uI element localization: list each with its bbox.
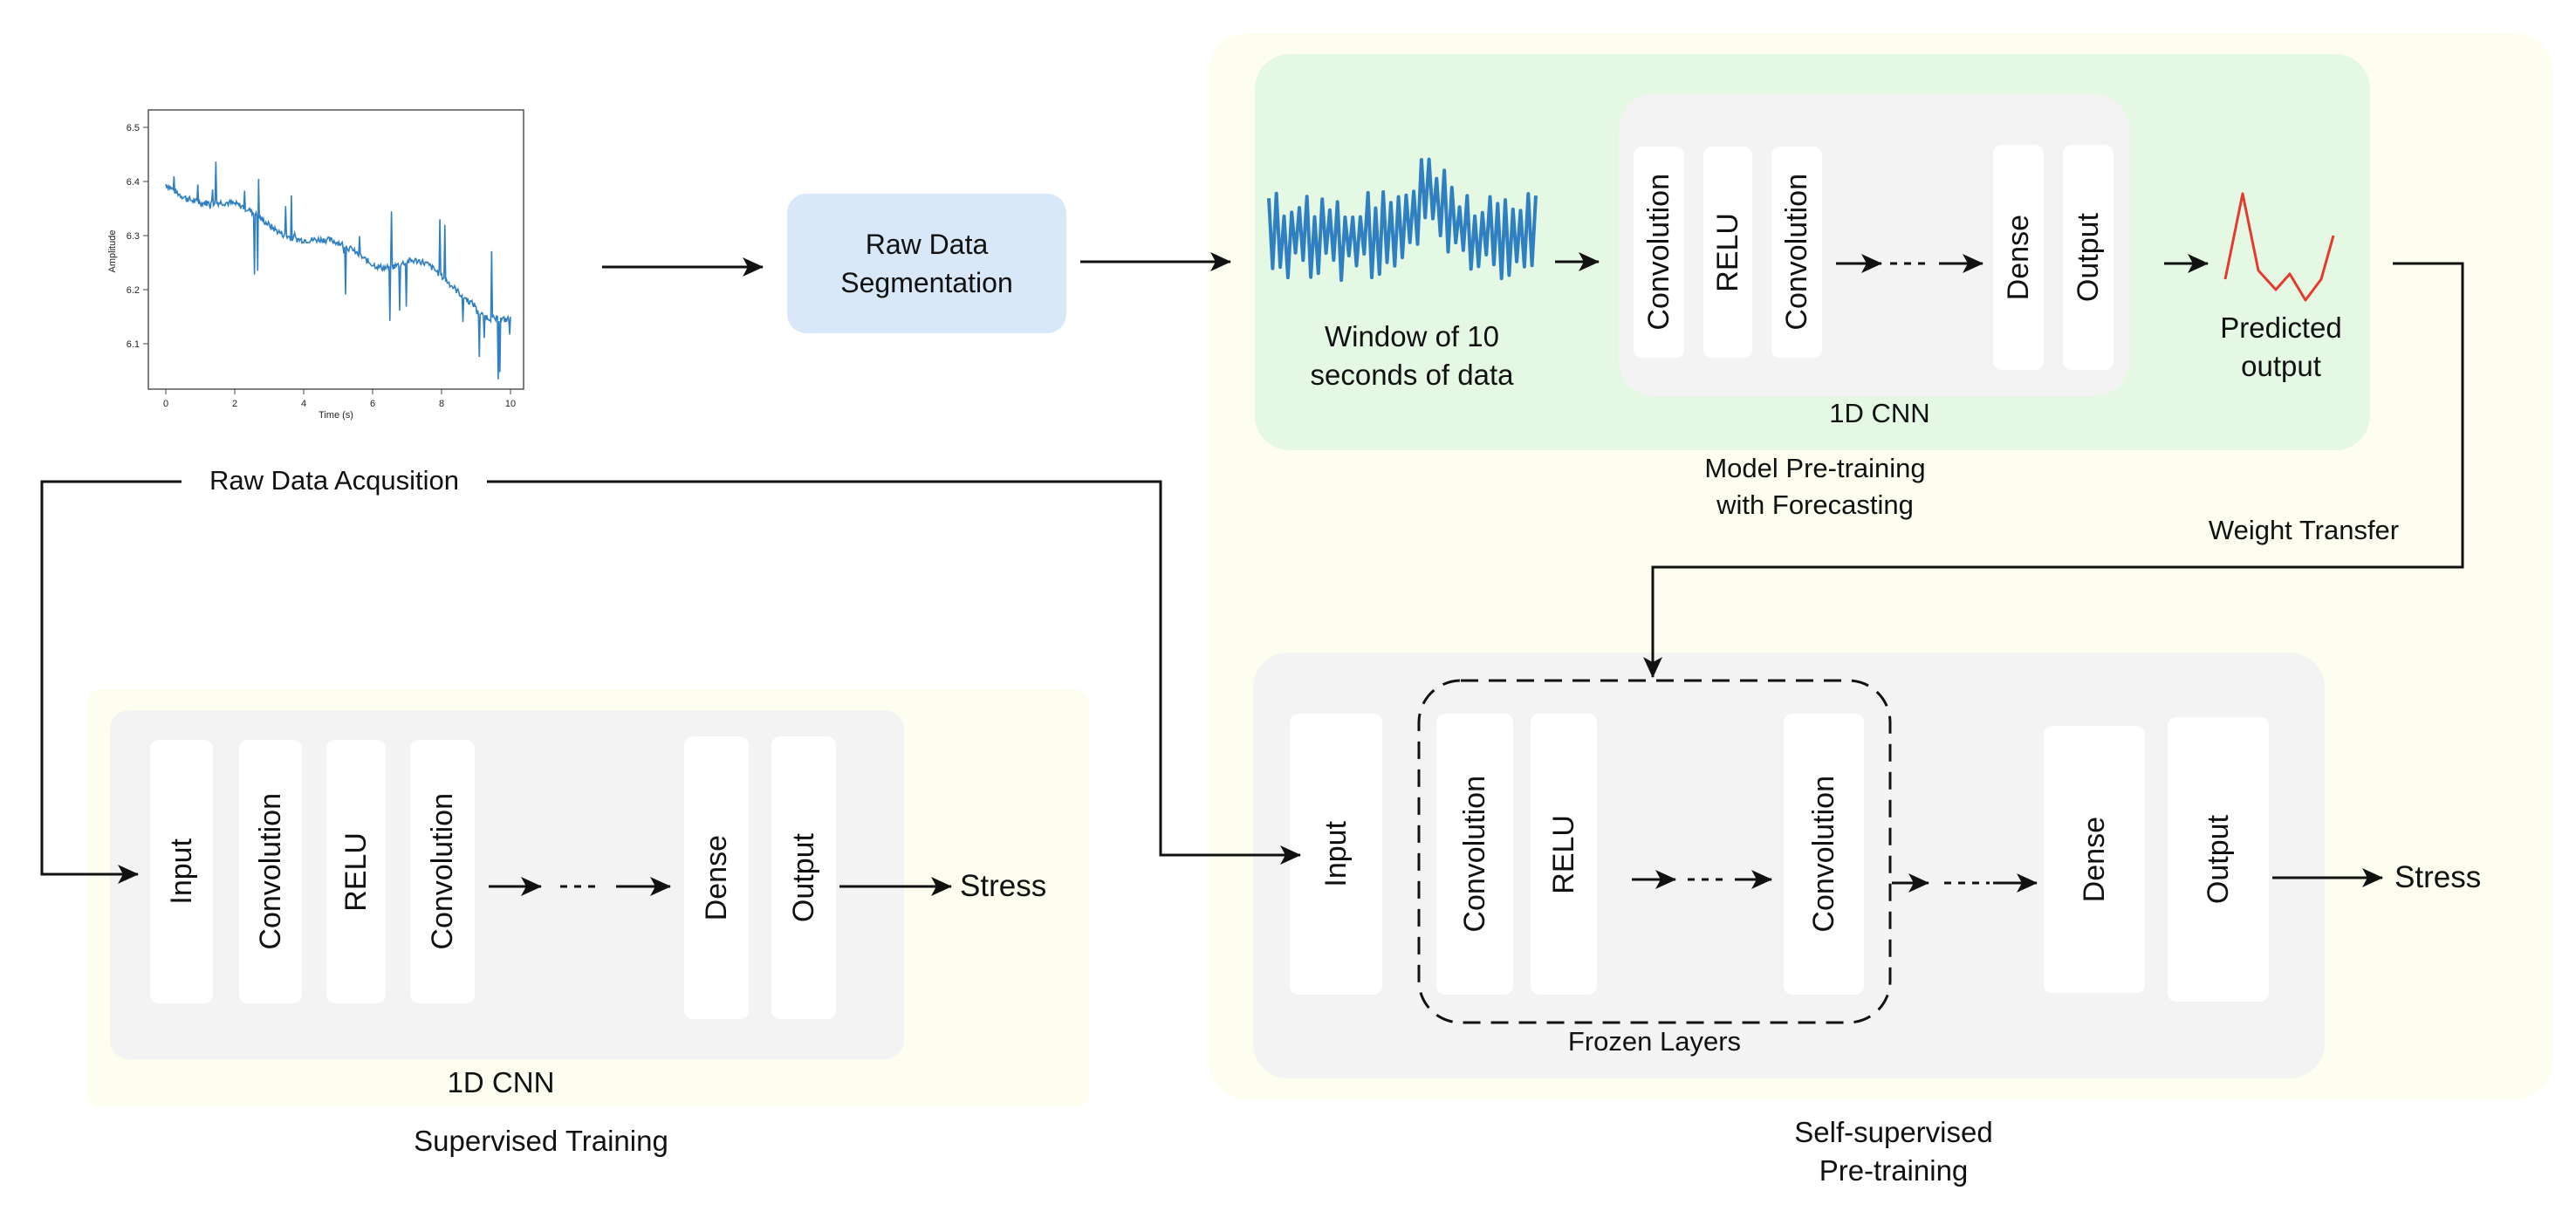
y-ticks: 6.5 6.4 6.3 6.2 6.1 <box>127 123 148 350</box>
finetune-layer-output: Output <box>2168 717 2269 1002</box>
supervised-layer-dense: Dense <box>684 736 749 1019</box>
plot-frame <box>147 109 524 390</box>
y-tick-label: 6.5 <box>127 123 140 133</box>
weight-transfer-connector <box>1643 262 2464 678</box>
top-cnn-label: 1D CNN <box>1829 398 1930 428</box>
supervised-training-label: Supervised Training <box>414 1125 668 1157</box>
model-pretraining-line2: with Forecasting <box>1716 489 1914 520</box>
top-cnn-layer-convolution-2: Convolution <box>1771 147 1822 358</box>
weight-transfer-label: Weight Transfer <box>2208 515 2400 545</box>
finetune-layer-convolution-1: Convolution <box>1436 714 1513 995</box>
x-tick-label: 6 <box>370 399 375 409</box>
window-label-line1: Window of 10 <box>1325 320 1499 352</box>
raw-data-acquisition-label: Raw Data Acqusition <box>183 462 485 499</box>
finetune-layer-convolution-2: Convolution <box>1784 714 1864 995</box>
stress-right-label: Stress <box>2394 860 2482 894</box>
self-supervised-label: Self-supervised Pre-training <box>1710 1113 2077 1190</box>
finetune-layer-input: Input <box>1290 714 1382 995</box>
raw-signal-line <box>165 161 511 380</box>
supervised-layer-convolution-2: Convolution <box>410 740 475 1003</box>
self-supervised-line2: Pre-training <box>1819 1154 1969 1187</box>
window-label: Window of 10 seconds of data <box>1264 318 1560 394</box>
y-tick-label: 6.2 <box>127 285 140 296</box>
model-pretraining-line1: Model Pre-training <box>1704 453 1926 483</box>
raw-data-segmentation-box: Raw Data Segmentation <box>787 194 1066 333</box>
segmentation-label-line1: Raw Data <box>865 229 989 260</box>
bottom-left-cnn-label: 1D CNN <box>447 1066 555 1098</box>
x-ticks: 0 2 4 6 8 10 <box>163 389 516 409</box>
finetune-layer-relu: RELU <box>1531 714 1597 995</box>
x-tick-label: 0 <box>163 399 168 409</box>
y-tick-label: 6.1 <box>127 339 140 350</box>
predicted-label-line2: output <box>2241 350 2321 382</box>
top-cnn-layer-relu: RELU <box>1703 147 1752 358</box>
supervised-layer-convolution-1: Convolution <box>239 740 302 1003</box>
x-tick-label: 8 <box>439 399 444 409</box>
window-signal <box>1267 157 1538 283</box>
predicted-output-label: Predicted output <box>2182 309 2381 386</box>
supervised-layer-output: Output <box>771 736 836 1019</box>
plot-ylabel: Amplitude <box>107 230 118 273</box>
top-cnn-layer-dense: Dense <box>1993 145 2044 370</box>
predicted-label-line1: Predicted <box>2220 311 2342 344</box>
raw-data-plot: 6.5 6.4 6.3 6.2 6.1 0 2 4 6 8 10 Amplitude Time (… <box>107 109 524 421</box>
acquisition-to-finetune-connector <box>487 480 1301 865</box>
top-cnn-layer-output: Output <box>2063 145 2114 370</box>
predicted-signal-line <box>2223 192 2335 302</box>
model-pretraining-label: Model Pre-training with Forecasting <box>1606 450 2024 523</box>
top-cnn-layer-convolution-1: Convolution <box>1634 147 1684 358</box>
y-tick-label: 6.4 <box>127 177 140 188</box>
segmentation-label-line2: Segmentation <box>840 267 1013 298</box>
x-tick-label: 4 <box>301 399 306 409</box>
frozen-layers-box <box>1417 679 1892 1024</box>
supervised-layer-relu: RELU <box>326 740 386 1003</box>
predicted-output-signal <box>2223 192 2335 302</box>
self-supervised-line1: Self-supervised <box>1794 1116 1993 1148</box>
finetune-layer-dense: Dense <box>2044 726 2145 993</box>
supervised-layer-input: Input <box>150 740 213 1003</box>
frozen-layers-label: Frozen Layers <box>1567 1026 1742 1057</box>
stress-left-label: Stress <box>960 869 1047 903</box>
window-signal-line <box>1267 157 1538 283</box>
window-label-line2: seconds of data <box>1310 359 1514 391</box>
x-tick-label: 10 <box>505 399 516 409</box>
plot-xlabel: Time (s) <box>319 410 353 421</box>
y-tick-label: 6.3 <box>127 231 140 242</box>
x-tick-label: 2 <box>232 399 237 409</box>
acquisition-to-supervised-connector <box>40 480 182 884</box>
